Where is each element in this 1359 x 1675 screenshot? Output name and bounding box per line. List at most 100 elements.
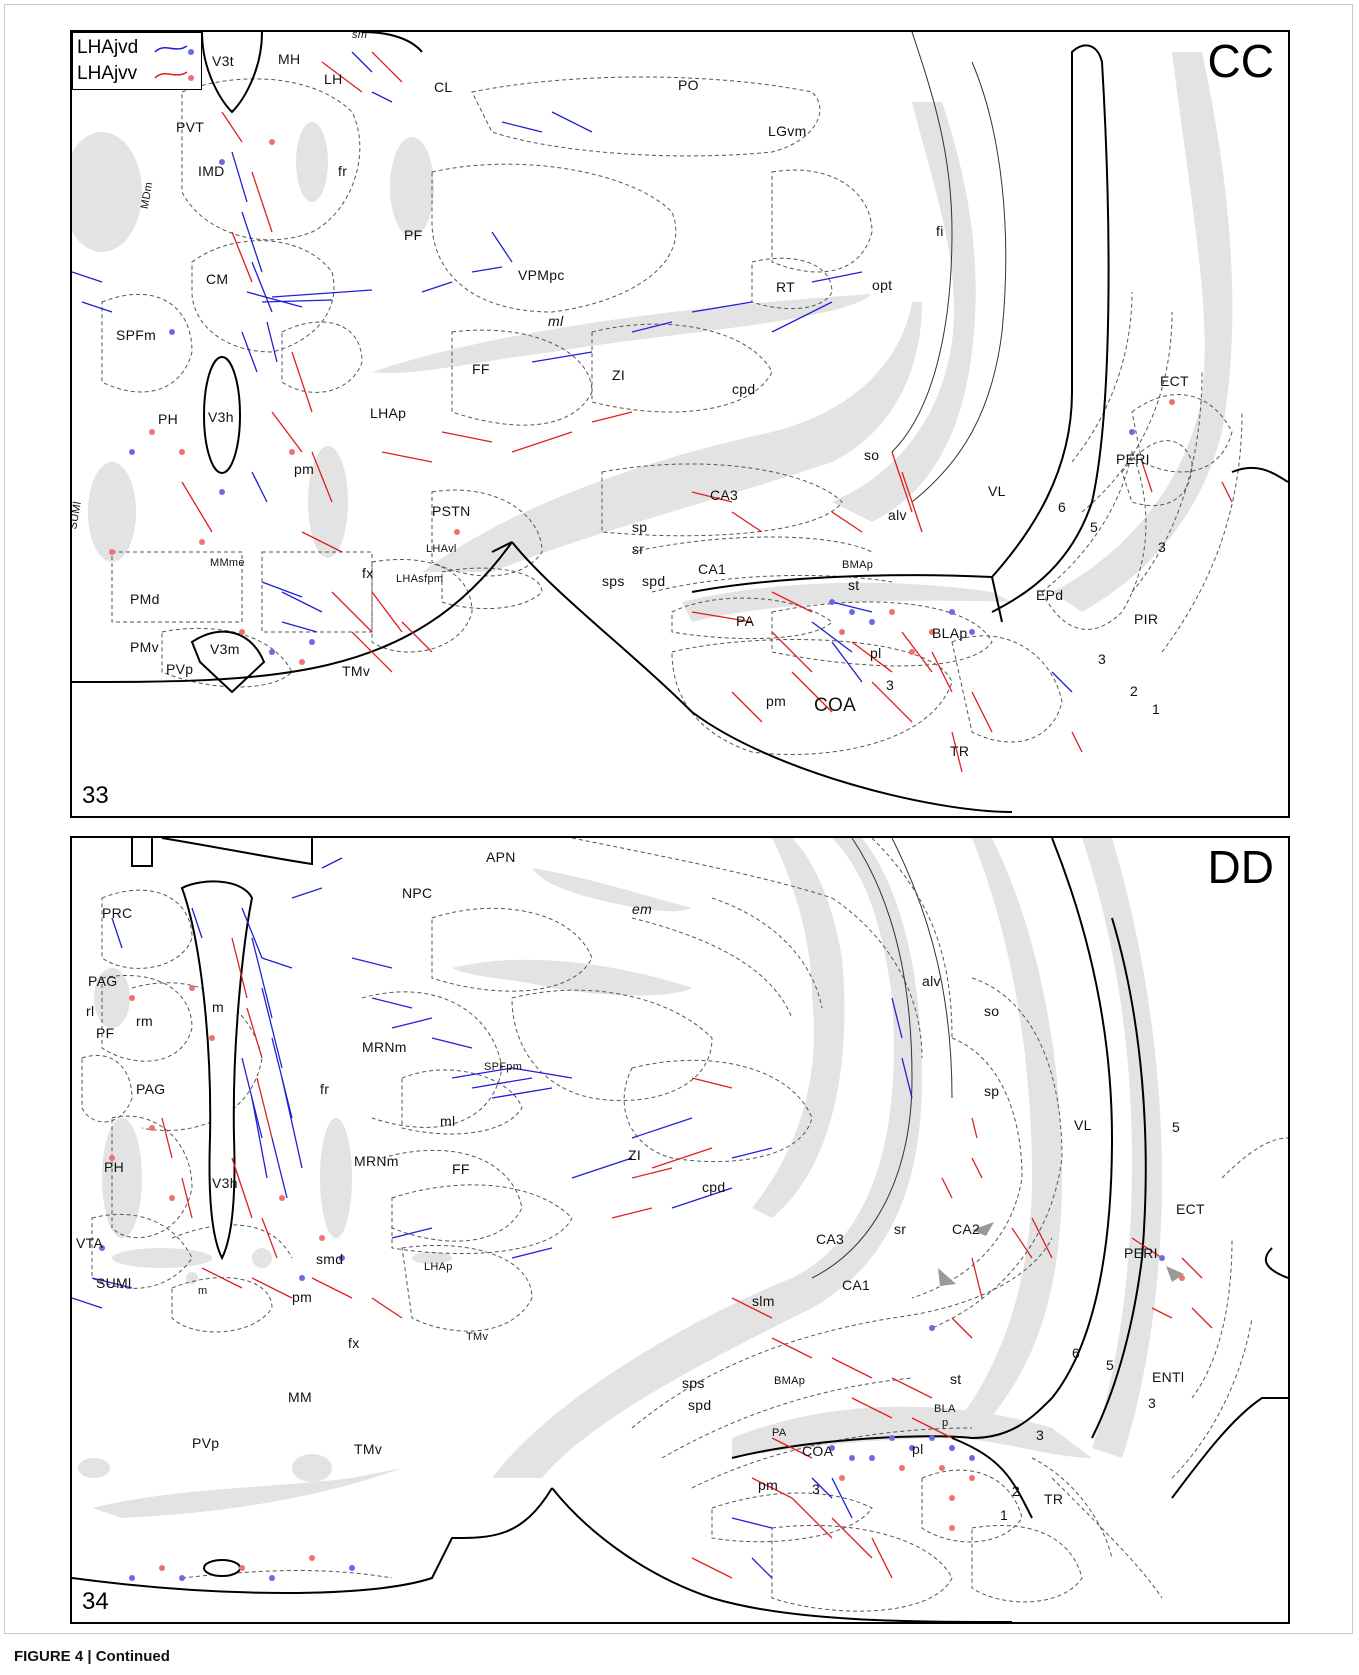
region-label: 3 [1036,1427,1045,1443]
region-label: spd [642,573,666,589]
region-label: PA [772,1427,787,1439]
region-label: sr [894,1221,907,1237]
region-label: MM [288,1389,312,1405]
region-label: sp [632,519,648,535]
region-label: pm [294,461,315,477]
region-label: PAG [88,973,118,989]
region-label: 5 [1090,519,1099,535]
region-label: p [942,1417,949,1429]
region-label: fr [338,163,348,179]
region-label: 3 [1148,1395,1157,1411]
region-label: so [984,1003,1000,1019]
figure-caption: FIGURE 4 | Continued [14,1648,170,1665]
region-label: rl [86,1003,95,1019]
region-label: 3 [886,677,895,693]
region-label: ECT [1176,1201,1205,1217]
region-label: ZI [628,1147,642,1163]
region-label: 5 [1172,1119,1181,1135]
region-label: PVT [176,119,205,135]
region-label: m [198,1285,208,1297]
region-label: RT [776,279,796,295]
region-label: FF [472,361,490,377]
region-label: FF [452,1161,470,1177]
region-label: VPMpc [518,267,565,283]
region-label: PSTN [432,503,471,519]
region-label: PMv [130,639,159,655]
legend-swatch-red [154,71,194,81]
region-label: CL [434,79,453,95]
legend: LHAjvd LHAjvv [72,32,202,90]
region-label: 3 [812,1481,821,1497]
region-label: LHAvl [426,543,457,555]
region-label: PMd [130,591,160,607]
region-label: SPFm [116,327,157,343]
panel-letter: CC [1207,35,1274,87]
region-label: V3m [210,641,240,657]
region-label: BLAp [932,625,968,641]
region-label: MMme [210,557,245,569]
region-label: 2 [1012,1483,1021,1499]
region-label: CA3 [816,1231,845,1247]
region-label: LH [324,71,343,87]
region-label: V3t [212,53,234,69]
region-label: ml [440,1113,456,1129]
region-label: VL [988,483,1006,499]
panel-letter: DD [1207,841,1274,893]
region-label: LHAsfpm [396,573,444,585]
region-label: TR [950,743,970,759]
legend-swatch-blue [154,45,194,55]
region-label: PH [104,1159,125,1175]
region-label: 3 [1158,539,1167,555]
region-label: cpd [702,1179,726,1195]
atlas-drawing-dd [72,838,1288,1622]
region-label: fr [320,1081,330,1097]
region-label: alv [922,973,941,989]
region-label: CM [206,271,229,287]
region-label: NPC [402,885,433,901]
region-label: MRNm [354,1153,399,1169]
region-label: PVp [166,661,194,677]
region-label: ZI [612,367,626,383]
region-label: CA1 [842,1277,871,1293]
legend-label: LHAjvd [77,37,139,58]
region-label: SUMl [96,1275,132,1291]
region-label: BMAp [774,1375,806,1387]
region-label: pm [758,1477,779,1493]
region-label: sps [602,573,625,589]
region-label: rm [136,1013,153,1029]
region-label: PERI [1116,451,1150,467]
region-label: PF [404,227,423,243]
section-number: 33 [82,782,109,809]
region-label: SPFpm [484,1061,523,1073]
region-label: 2 [1130,683,1139,699]
region-label: VL [1074,1117,1092,1133]
legend-label: LHAjvv [77,63,138,84]
legend-item-lhajvd: LHAjvd [77,36,197,60]
region-label: CA1 [698,561,727,577]
region-label: EPd [1036,587,1064,603]
region-label: LHAp [370,405,407,421]
region-label: BMAp [842,559,874,571]
region-label: PRC [102,905,133,921]
region-label: smd [316,1251,344,1267]
legend-item-lhajvv: LHAjvv [77,62,197,86]
region-label: 1 [1000,1507,1009,1523]
region-label: st [950,1371,962,1387]
region-label: IMD [198,163,225,179]
region-label: sp [984,1083,1000,1099]
region-label: COA [814,695,857,716]
region-label: ENTl [1152,1369,1185,1385]
region-label: spd [688,1397,712,1413]
region-label: TMv [342,663,371,679]
region-label: PH [158,411,179,427]
figure-frame [4,4,1353,1634]
panel-cc: LHAjvd LHAjvv CC 33 sm V3t MH LH CL PO P… [70,30,1290,818]
region-label: APN [486,849,516,865]
region-label: fx [362,565,374,581]
region-label: st [848,577,860,593]
region-label: fx [348,1335,360,1351]
region-label: cpd [732,381,756,397]
region-label: 6 [1058,499,1067,515]
region-label: ECT [1160,373,1189,389]
region-label: PERI [1124,1245,1158,1261]
